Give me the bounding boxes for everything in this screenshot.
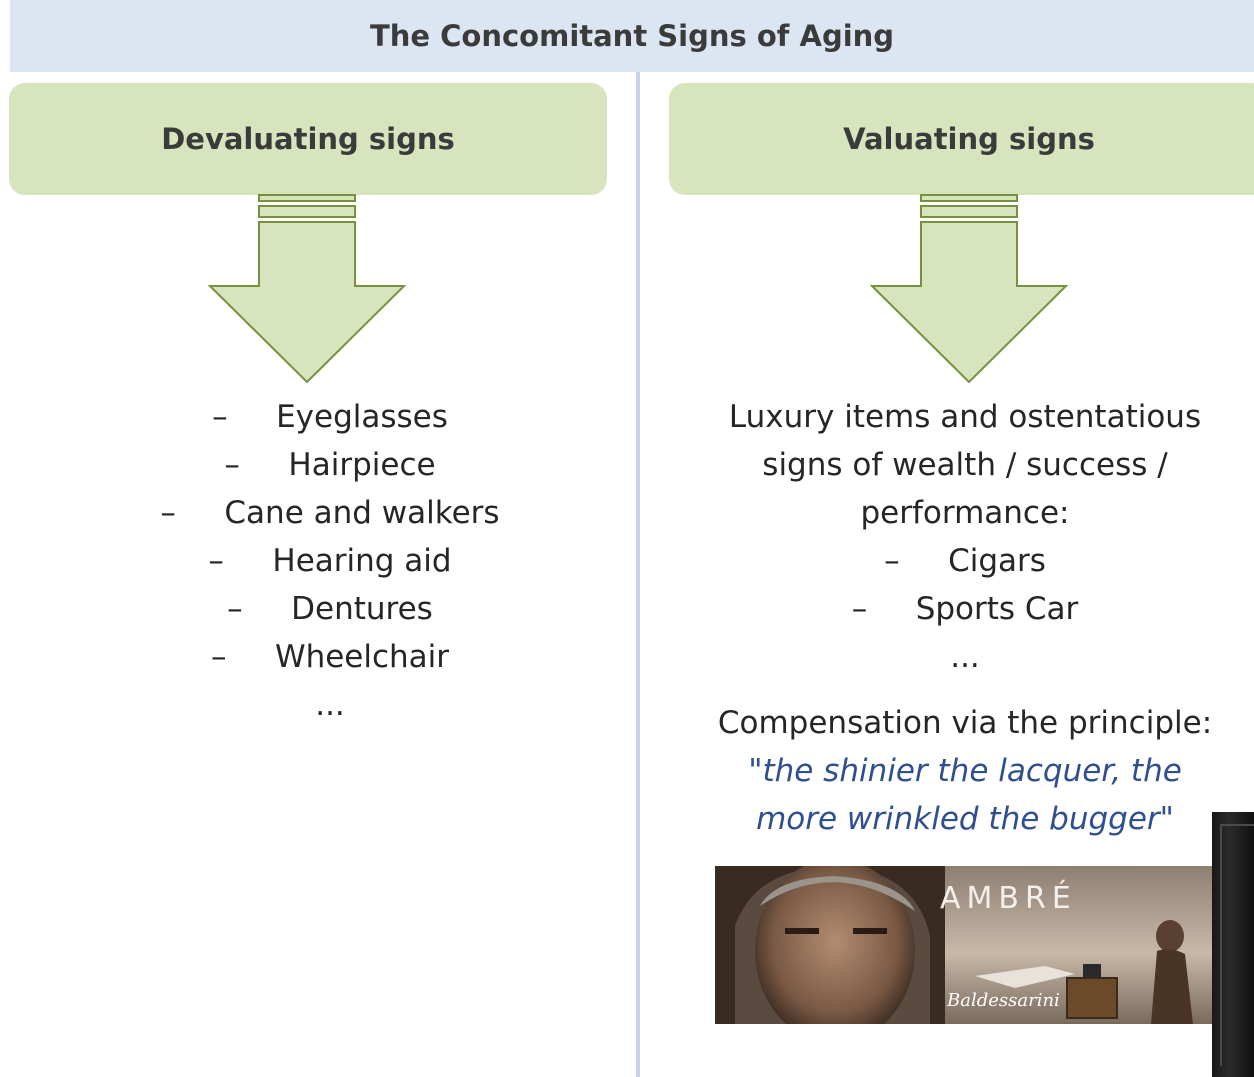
list-item: –Wheelchair: [100, 633, 560, 681]
dash-icon: –: [224, 447, 240, 483]
ad-signature-text: Baldessarini: [946, 990, 1060, 1011]
valuating-signs-box: Valuating signs: [669, 83, 1254, 195]
list-item: –Dentures: [100, 585, 560, 633]
devaluating-signs-list: –Eyeglasses –Hairpiece –Cane and walkers…: [100, 393, 560, 729]
dash-icon: –: [212, 399, 228, 435]
devaluating-signs-box: Devaluating signs: [9, 83, 607, 195]
devaluating-signs-heading: Devaluating signs: [161, 122, 455, 156]
dash-icon: –: [227, 591, 243, 627]
list-item: –Cigars: [690, 537, 1240, 585]
list-item: –Cane and walkers: [100, 489, 560, 537]
dash-icon: –: [208, 543, 224, 579]
intro-line: Luxury items and ostentatious: [728, 399, 1202, 435]
list-item: –Sports Car: [690, 585, 1240, 633]
perfume-ad-image: AMBRÉ Baldessarini: [715, 866, 1215, 1024]
left-down-arrow-icon: [207, 194, 407, 384]
list-ellipsis: ...: [315, 687, 345, 723]
dash-icon: –: [210, 639, 227, 675]
list-ellipsis: ...: [950, 639, 980, 675]
dash-icon: –: [884, 543, 900, 579]
partial-ad-image: [1212, 812, 1254, 1077]
ad-brand-text: AMBRÉ: [940, 880, 1077, 916]
dash-icon: –: [851, 591, 868, 627]
list-item: –Eyeglasses: [100, 393, 560, 441]
list-item: –Hairpiece: [100, 441, 560, 489]
right-down-arrow-icon: [869, 194, 1069, 384]
valuating-signs-heading: Valuating signs: [843, 122, 1095, 156]
intro-line: performance:: [860, 495, 1070, 531]
principle-intro: Compensation via the principle:: [717, 705, 1213, 741]
intro-line: signs of wealth / success /: [762, 447, 1168, 483]
valuating-signs-list: Luxury items and ostentatious signs of w…: [690, 393, 1240, 843]
list-item: –Hearing aid: [100, 537, 560, 585]
principle-quote-line-1: "the shinier the lacquer, the: [748, 753, 1182, 789]
diagram-title: The Concomitant Signs of Aging: [10, 0, 1254, 72]
dash-icon: –: [160, 495, 176, 531]
partial-ad-frame: [1220, 824, 1254, 1066]
column-divider: [636, 72, 640, 1077]
principle-quote-line-2: more wrinkled the bugger": [756, 801, 1174, 837]
